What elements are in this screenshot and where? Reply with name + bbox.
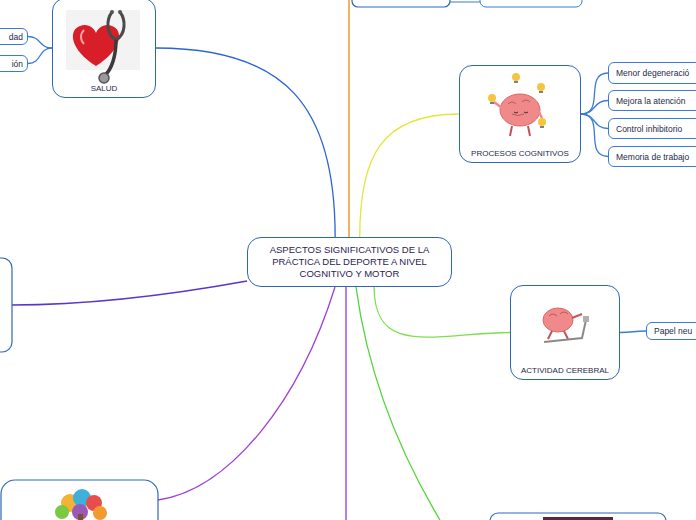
leaf-box: Control inhibitorio xyxy=(608,118,696,139)
leaf-box: Menor degeneració xyxy=(608,62,696,84)
branch-connector xyxy=(28,48,52,64)
leaf-label: Mejora la atención xyxy=(616,96,685,106)
branch-line xyxy=(158,287,335,500)
central-box: ASPECTOS SIGNIFICATIVOS DE LA PRÁCTICA D… xyxy=(247,237,452,287)
branch-connector xyxy=(360,114,459,237)
cut-box xyxy=(352,0,450,7)
tree-icon xyxy=(55,489,107,520)
branch-line xyxy=(348,0,350,237)
cut-box xyxy=(0,258,12,352)
topic-box: SALUD xyxy=(52,0,156,98)
branch-line xyxy=(356,287,440,520)
leaf-box: Papel neu xyxy=(646,322,696,340)
cut-box xyxy=(490,513,666,520)
branch-connector xyxy=(28,37,52,49)
leaf-label: dad xyxy=(9,32,23,42)
branch-connector xyxy=(581,73,608,114)
leaf-label: Memoria de trabajo xyxy=(616,152,689,162)
leaf-box: dad xyxy=(0,28,28,45)
topic-label: SALUD xyxy=(91,84,118,93)
leaf-label: Menor degeneració xyxy=(616,68,689,78)
branch-connector xyxy=(581,114,608,157)
brain-treadmill-icon xyxy=(543,308,589,342)
leaf-label: Control inhibitorio xyxy=(616,124,682,134)
branch-connector xyxy=(581,114,608,129)
branch-line xyxy=(345,287,346,520)
branch-line xyxy=(12,281,247,305)
topic-label: PROCESOS COGNITIVOS xyxy=(471,149,569,158)
leaf-label: ión xyxy=(12,59,23,69)
topic-label: ACTIVIDAD CEREBRAL xyxy=(521,366,609,375)
branch-connector xyxy=(581,101,608,115)
branch-connector xyxy=(620,331,646,333)
cut-box xyxy=(480,0,582,7)
branch-connector xyxy=(156,48,335,237)
branch-connector xyxy=(374,287,510,337)
central-title: ASPECTOS SIGNIFICATIVOS DE LA PRÁCTICA D… xyxy=(256,244,443,280)
cut-box xyxy=(1,480,158,520)
leaf-box: ión xyxy=(0,55,28,72)
leaf-label: Papel neu xyxy=(654,326,692,336)
brain-icon xyxy=(488,73,546,136)
leaf-box: Memoria de trabajo xyxy=(608,146,696,167)
health-icon xyxy=(66,10,140,83)
topic-box: ACTIVIDAD CEREBRAL xyxy=(510,285,620,380)
cut-line xyxy=(450,2,480,3)
topic-box: PROCESOS COGNITIVOS xyxy=(459,65,581,163)
leaf-box: Mejora la atención xyxy=(608,90,696,111)
cut-icon xyxy=(543,517,613,520)
